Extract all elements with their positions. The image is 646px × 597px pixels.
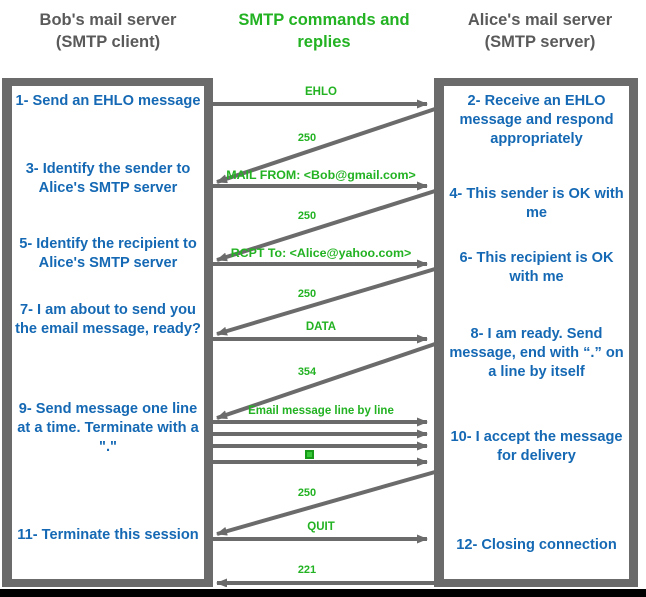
server-step-10: 10- I accept the message for delivery	[450, 429, 623, 464]
server-step-12: 12- Closing connection	[456, 537, 617, 553]
message-arrows	[207, 99, 436, 587]
heading-middle-line1: SMTP commands and	[238, 11, 410, 29]
server-step-6: 6- This recipient is OK with me	[459, 250, 614, 285]
label-ehlo: EHLO	[305, 86, 337, 98]
server-step-2: 2- Receive an EHLO message and respond a…	[459, 93, 614, 147]
arrow-reply-250-c	[216, 267, 436, 336]
label-250-c: 250	[297, 288, 317, 300]
server-step-4: 4- This sender is OK with me	[449, 186, 624, 221]
label-quit: QUIT	[307, 521, 335, 533]
label-mail-from: MAIL FROM: <Bob@gmail.com>	[226, 168, 416, 182]
heading-server-line2: (SMTP server)	[484, 32, 596, 51]
label-221: 221	[297, 564, 317, 576]
label-email-message: Email message line by line	[248, 405, 394, 417]
arrow-reply-250-b	[216, 189, 436, 262]
label-250-b: 250	[297, 210, 317, 222]
message-flow-column: EHLO 250 MAIL FROM: <Bob@gmail.com> 250 …	[205, 78, 437, 587]
arrow-reply-250-d	[216, 470, 436, 536]
label-250-a: 250	[297, 132, 317, 144]
heading-server-line1: Alice's mail server	[467, 11, 613, 29]
label-354: 354	[297, 366, 317, 378]
heading-client-line2: (SMTP client)	[55, 32, 161, 51]
client-panel	[12, 86, 204, 579]
client-step-11: 11- Terminate this session	[17, 527, 199, 543]
label-data: DATA	[305, 321, 337, 333]
heading-client-line1: Bob's mail server	[39, 11, 177, 29]
client-step-9: 9- Send message one line at a time. Term…	[17, 401, 199, 455]
client-step-5: 5- Identify the recipient to Alice's SMT…	[19, 236, 197, 271]
label-250-d: 250	[297, 487, 317, 499]
client-step-3: 3- Identify the sender to Alice's SMTP s…	[25, 161, 191, 196]
heading-middle-line2: replies	[297, 32, 351, 51]
client-step-7: 7- I am about to send you the email mess…	[15, 302, 201, 337]
heading-server: Alice's mail server (SMTP server)	[440, 10, 640, 54]
client-step-1: 1- Send an EHLO message	[15, 93, 201, 109]
label-rcpt-to: RCPT To: <Alice@yahoo.com>	[230, 246, 412, 260]
email-body-marker-icon	[305, 450, 314, 459]
bottom-border-strip	[0, 589, 646, 597]
server-panel	[444, 86, 629, 579]
server-step-8: 8- I am ready. Send message, end with “.…	[449, 326, 624, 380]
heading-middle: SMTP commands and replies	[218, 10, 430, 54]
arrow-reply-250-a	[216, 107, 436, 184]
arrow-reply-354	[216, 342, 436, 420]
heading-client: Bob's mail server (SMTP client)	[8, 10, 208, 54]
